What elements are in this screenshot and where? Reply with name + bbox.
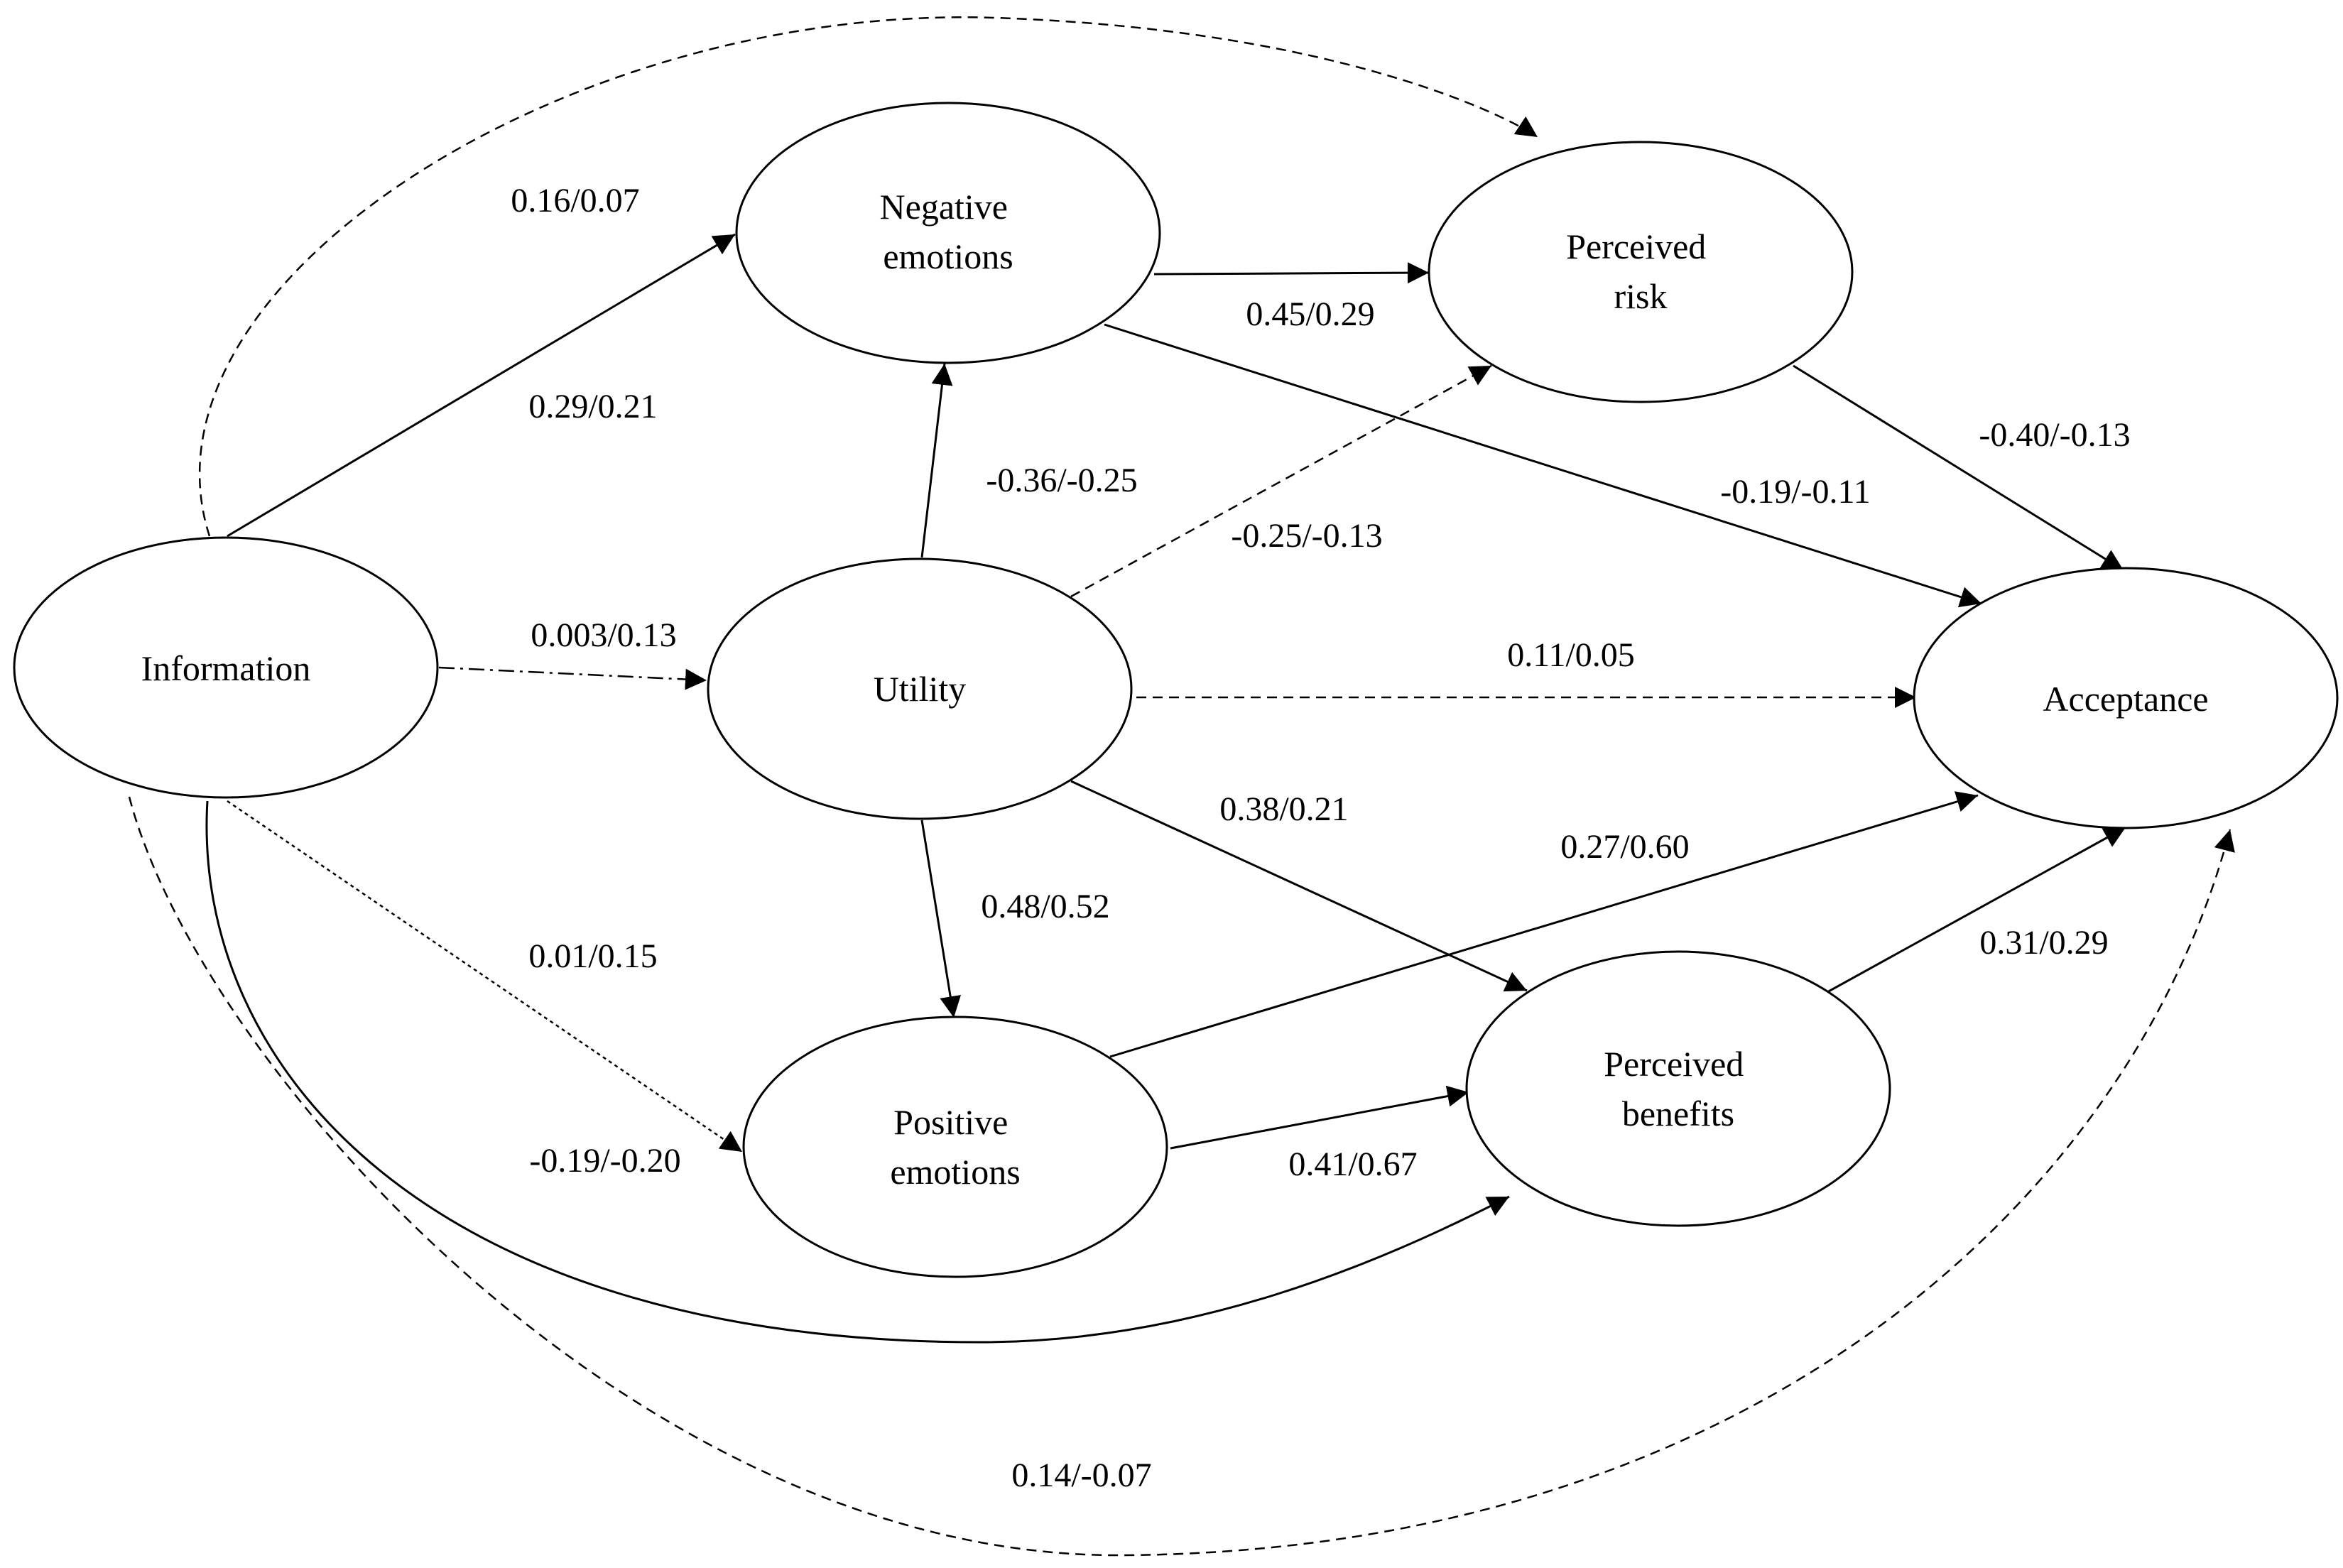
node-information-label-line-1: Information xyxy=(141,648,311,688)
edge-label-negative-emotions-acceptance: -0.19/-0.11 xyxy=(1720,473,1871,511)
node-perceived-benefits-label-line-2: benefits xyxy=(1622,1094,1734,1133)
node-acceptance: Acceptance xyxy=(1913,567,2339,829)
node-acceptance-label-line-1: Acceptance xyxy=(2043,679,2208,719)
edge-positive-emotions-perceived-benefits xyxy=(1170,1085,1469,1150)
node-utility-label-line-1: Utility xyxy=(874,669,967,709)
node-utility: Utility xyxy=(707,557,1133,820)
edge-information-negative-emotions xyxy=(227,233,736,538)
edge-information-perceived-benefits xyxy=(205,800,1510,1344)
node-perceived-risk-shape xyxy=(1428,141,1854,403)
edge-label-information-positive-emotions: 0.01/0.15 xyxy=(528,937,657,975)
edge-label-utility-acceptance: 0.11/0.05 xyxy=(1507,636,1635,674)
node-positive-emotions-label: Positive emotions xyxy=(890,1102,1020,1192)
edge-label-information-acceptance: 0.14/-0.07 xyxy=(1011,1457,1151,1494)
node-information-label: Information xyxy=(141,648,311,688)
edge-label-perceived-risk-acceptance: -0.40/-0.13 xyxy=(1979,416,2130,454)
node-utility-label: Utility xyxy=(874,669,967,709)
node-perceived-risk-label-line-1: Perceived xyxy=(1566,227,1706,266)
node-information: Information xyxy=(13,536,439,799)
edge-label-information-perceived-benefits: -0.19/-0.20 xyxy=(529,1142,680,1180)
node-perceived-benefits-label: Perceived benefits xyxy=(1604,1044,1753,1133)
edge-negative-emotions-perceived-risk xyxy=(1153,262,1430,284)
node-negative-emotions-label-line-2: emotions xyxy=(883,236,1013,276)
node-positive-emotions-shape xyxy=(742,1016,1168,1278)
edge-perceived-benefits-acceptance xyxy=(1827,826,2126,993)
edge-utility-perceived-benefits xyxy=(1070,780,1528,992)
edges xyxy=(128,16,2235,1557)
edge-information-positive-emotions xyxy=(227,800,743,1153)
node-perceived-risk-label: Perceived risk xyxy=(1566,227,1715,316)
node-perceived-benefits: Perceived benefits xyxy=(1465,950,1891,1227)
node-perceived-benefits-label-line-1: Perceived xyxy=(1604,1044,1744,1084)
edge-positive-emotions-acceptance xyxy=(1109,791,1979,1058)
edge-label-information-negative-emotions: 0.29/0.21 xyxy=(528,388,657,425)
edge-negative-emotions-acceptance xyxy=(1104,323,1982,608)
edge-label-positive-emotions-acceptance: 0.27/0.60 xyxy=(1560,828,1689,866)
node-positive-emotions-label-line-2: emotions xyxy=(890,1152,1020,1192)
edge-label-utility-perceived-risk: -0.25/-0.13 xyxy=(1231,517,1382,555)
edge-label-utility-positive-emotions: 0.48/0.52 xyxy=(981,888,1109,925)
edge-labels: 0.16/0.07 0.29/0.21 0.003/0.13 0.01/0.15… xyxy=(511,182,2130,1494)
edge-information-acceptance xyxy=(128,796,2235,1557)
node-perceived-risk-label-line-2: risk xyxy=(1614,276,1668,316)
node-negative-emotions-shape xyxy=(735,102,1161,364)
edge-utility-negative-emotions xyxy=(920,363,953,558)
node-acceptance-shape xyxy=(1913,567,2339,829)
edge-perceived-risk-acceptance xyxy=(1793,364,2124,572)
edge-label-information-perceived-risk: 0.16/0.07 xyxy=(511,182,639,219)
edge-label-utility-negative-emotions: -0.36/-0.25 xyxy=(986,462,1137,499)
edge-label-perceived-benefits-acceptance: 0.31/0.29 xyxy=(1979,924,2108,962)
edge-information-utility xyxy=(438,666,707,690)
node-acceptance-label: Acceptance xyxy=(2043,679,2208,719)
edge-label-positive-emotions-perceived-benefits: 0.41/0.67 xyxy=(1288,1145,1417,1183)
node-perceived-risk: Perceived risk xyxy=(1428,141,1854,403)
node-positive-emotions: Positive emotions xyxy=(742,1016,1168,1278)
node-positive-emotions-label-line-1: Positive xyxy=(893,1102,1008,1142)
node-perceived-benefits-shape xyxy=(1465,950,1891,1227)
edge-information-perceived-risk xyxy=(199,16,1538,537)
node-information-shape xyxy=(13,536,439,799)
edge-label-information-utility: 0.003/0.13 xyxy=(531,616,676,654)
node-negative-emotions-label: Negative emotions xyxy=(880,187,1017,276)
node-negative-emotions: Negative emotions xyxy=(735,102,1161,364)
edge-label-negative-emotions-perceived-risk: 0.45/0.29 xyxy=(1246,295,1374,333)
edge-label-utility-perceived-benefits: 0.38/0.21 xyxy=(1219,790,1348,828)
node-utility-shape xyxy=(707,557,1133,820)
node-negative-emotions-label-line-1: Negative xyxy=(880,187,1008,227)
edge-utility-perceived-risk xyxy=(1070,364,1492,598)
edge-utility-positive-emotions xyxy=(920,820,962,1018)
